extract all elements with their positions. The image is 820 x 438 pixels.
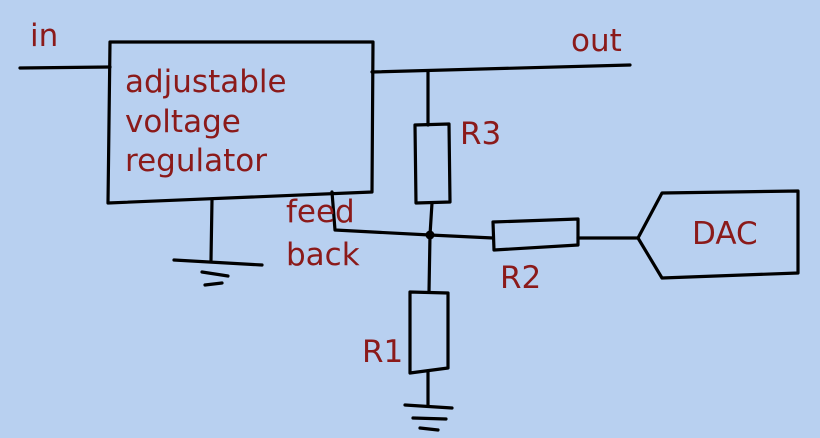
r2-left-wire	[428, 233, 495, 240]
input-label: in	[30, 18, 58, 54]
r1-top-wire	[427, 233, 432, 294]
feedback-label-line1: feed	[286, 194, 355, 230]
feedback-wire	[330, 190, 432, 237]
r1-ground-icon	[403, 403, 454, 432]
dac-label: DAC	[692, 216, 758, 252]
output-wire	[370, 63, 632, 74]
r2-label: R2	[500, 260, 541, 296]
r1-resistor	[408, 290, 450, 375]
regulator-box	[106, 40, 375, 205]
output-label: out	[571, 23, 622, 59]
r2-resistor	[491, 217, 580, 252]
regulator-label-line3: regulator	[125, 143, 267, 179]
regulator-ground-wire	[209, 198, 214, 262]
r3-bottom-wire	[428, 201, 434, 237]
r1-label: R1	[362, 334, 403, 370]
regulator-ground-icon	[172, 258, 264, 287]
r3-label: R3	[460, 116, 501, 152]
regulator-label-line2: voltage	[125, 104, 241, 140]
regulator-label-line1: adjustable	[125, 64, 287, 100]
feedback-label-line2: back	[286, 237, 360, 273]
dac-box	[636, 189, 800, 280]
r3-resistor	[413, 122, 452, 205]
input-wire	[18, 65, 112, 70]
